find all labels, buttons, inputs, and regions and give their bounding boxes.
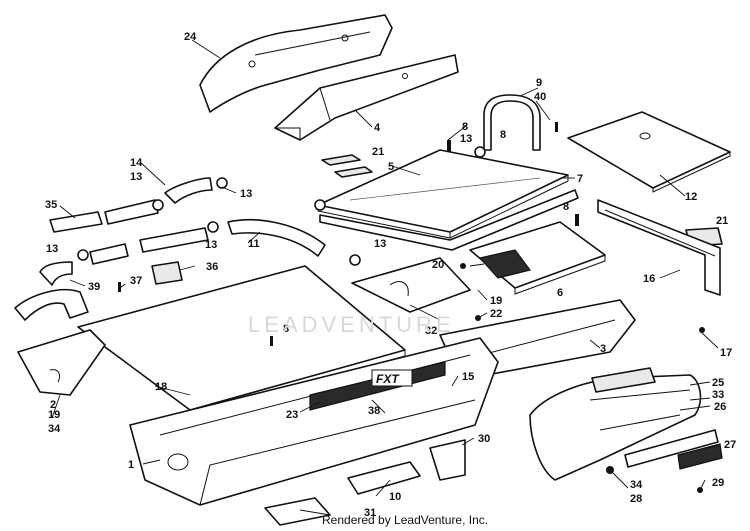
part-decal [624, 429, 723, 470]
callout-1: 1 [128, 459, 134, 471]
callout-21a: 21 [372, 146, 384, 158]
callout-4: 4 [374, 122, 381, 134]
callout-29: 29 [712, 477, 724, 489]
callout-23: 23 [286, 409, 298, 421]
part-skid-plate [347, 461, 421, 495]
part-hoses [14, 177, 326, 321]
callout-9: 9 [536, 77, 542, 89]
callout-35: 35 [45, 199, 57, 211]
callout-40: 40 [534, 91, 546, 103]
callout-12: 12 [685, 191, 697, 203]
callout-13e: 13 [374, 238, 386, 250]
callout-33: 33 [712, 389, 724, 401]
callout-17: 17 [720, 347, 732, 359]
callout-21b: 21 [716, 215, 728, 227]
callout-31: 31 [364, 507, 376, 519]
callout-8a: 8 [462, 121, 468, 133]
part-connector [151, 261, 183, 285]
callout-labels: 1 2 3 4 5 6 7 8 8 8 8 9 10 11 12 13 13 1… [45, 31, 736, 519]
callout-19a: 19 [48, 409, 60, 421]
callout-32: 32 [425, 325, 437, 337]
callout-6: 6 [557, 287, 563, 299]
callout-8b: 8 [500, 129, 506, 141]
callout-20: 20 [432, 259, 444, 271]
callout-11: 11 [248, 238, 260, 250]
callout-13f: 13 [460, 133, 472, 145]
callout-7: 7 [577, 173, 583, 185]
callout-18: 18 [155, 381, 167, 393]
callout-2: 2 [50, 399, 56, 411]
callout-24: 24 [184, 31, 197, 43]
callout-8c: 8 [563, 201, 569, 213]
part-tray [469, 221, 606, 295]
callout-13d: 13 [205, 239, 217, 251]
callout-27: 27 [724, 439, 736, 451]
callout-37: 37 [130, 275, 142, 287]
part-clamps [77, 146, 486, 266]
callout-13a: 13 [130, 171, 142, 183]
callout-10: 10 [389, 491, 401, 503]
callout-25: 25 [712, 377, 724, 389]
part-left-bracket [17, 329, 106, 396]
callout-22: 22 [490, 308, 502, 320]
part-guard-bracket [274, 54, 459, 141]
callout-5: 5 [388, 161, 394, 173]
callout-26: 26 [714, 401, 726, 413]
render-credit: Rendered by LeadVenture, Inc. [322, 513, 489, 527]
callout-30: 30 [478, 433, 490, 445]
emblem-text: FXT [376, 372, 400, 386]
part-lower-plate [319, 189, 579, 251]
callout-36: 36 [206, 261, 218, 273]
callout-15: 15 [462, 371, 474, 383]
callout-3: 3 [600, 343, 606, 355]
callout-39: 39 [88, 281, 100, 293]
part-emblem: FXT [309, 361, 446, 411]
callout-13c: 13 [46, 243, 58, 255]
callout-34a: 34 [48, 423, 61, 435]
part-cover-plate [567, 111, 731, 193]
callout-13b: 13 [240, 188, 252, 200]
callout-8d: 8 [283, 323, 289, 335]
callout-14: 14 [130, 157, 143, 169]
callout-38: 38 [368, 405, 380, 417]
part-center-bracket [351, 257, 471, 313]
part-side-light [591, 367, 656, 393]
callout-19b: 19 [490, 295, 502, 307]
leader-lines [51, 39, 719, 516]
part-fasteners [118, 122, 705, 493]
part-front-brackets [264, 439, 466, 526]
callout-16: 16 [643, 273, 655, 285]
part-handle [483, 94, 541, 151]
part-belt-guard [199, 14, 393, 113]
callout-28: 28 [630, 493, 642, 505]
callout-34b: 34 [630, 479, 643, 491]
part-side-rail [597, 199, 721, 296]
part-right-guard [529, 374, 702, 481]
